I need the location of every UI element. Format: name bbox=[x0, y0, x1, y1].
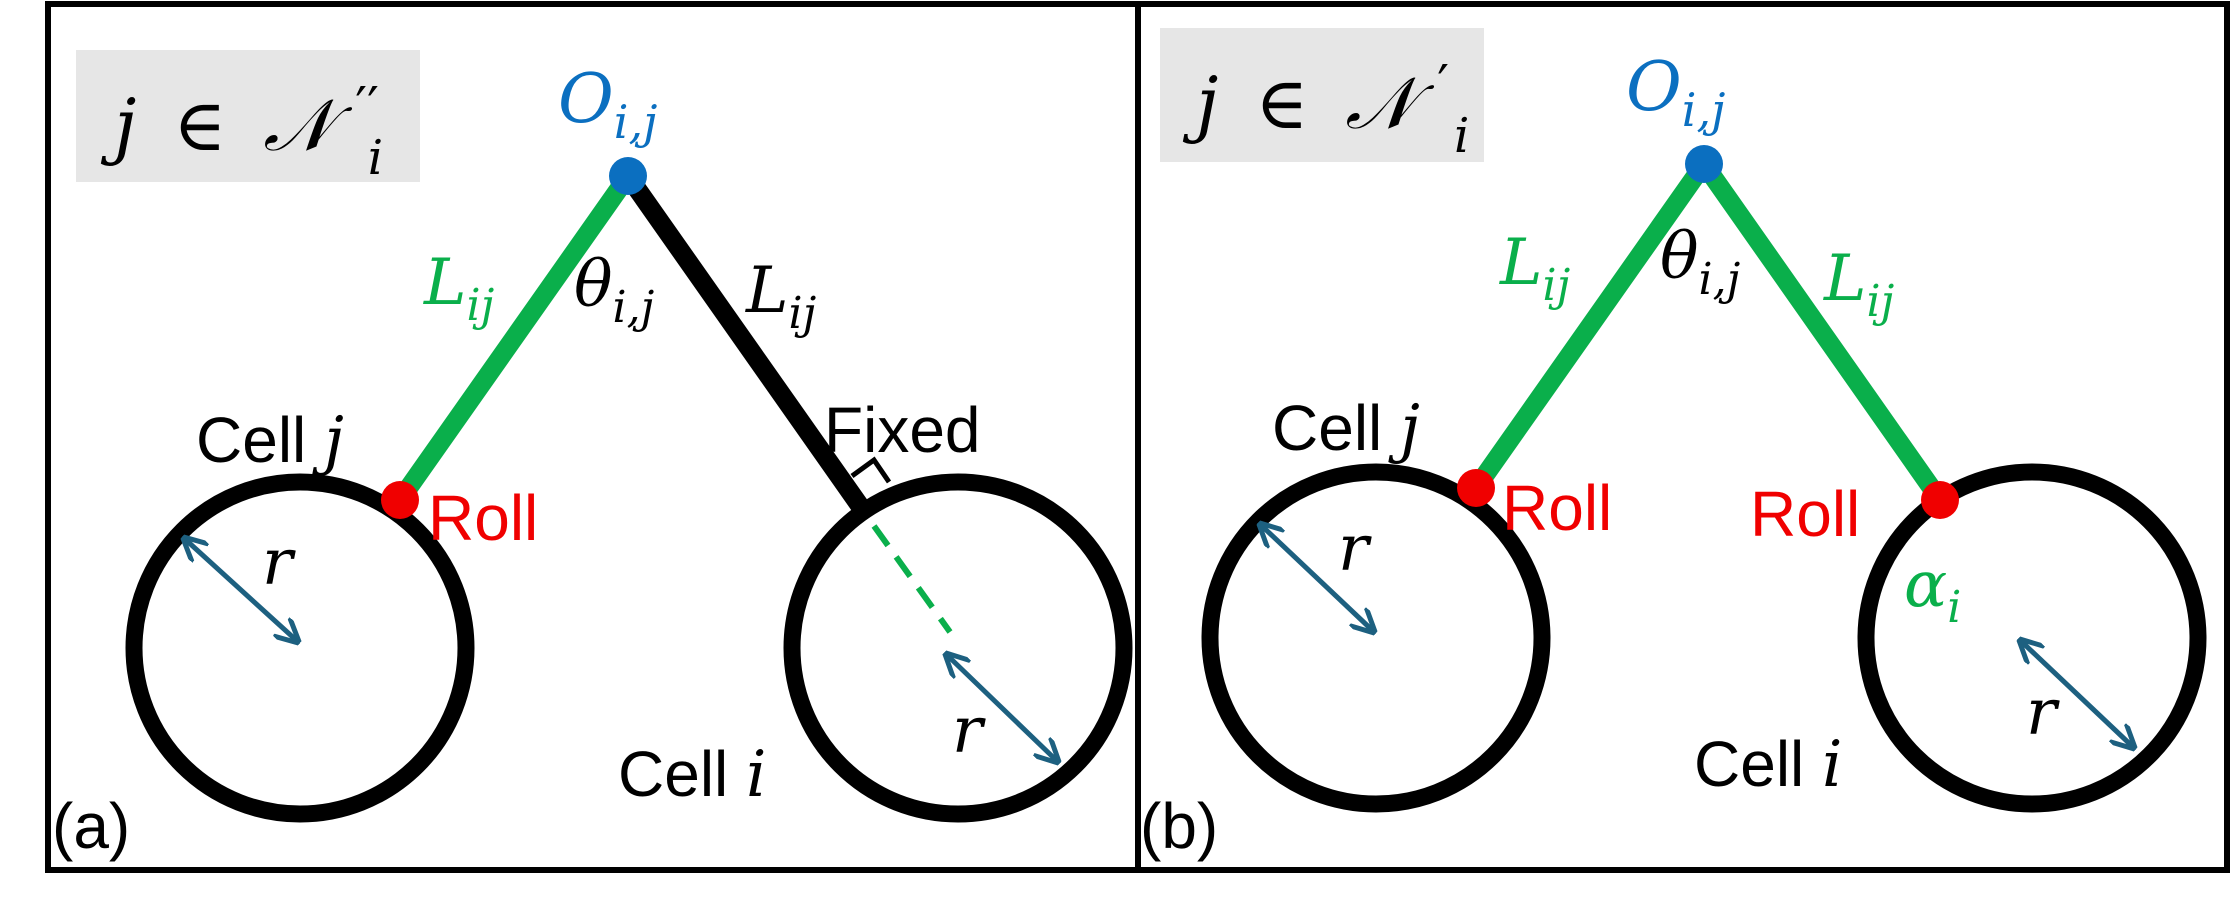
panel-a-left-length-label: Lij bbox=[423, 246, 494, 331]
panel-a-set-sup: ′′ bbox=[355, 77, 379, 137]
panel-b-origin-label: Oi,j bbox=[1626, 48, 1725, 137]
panel-a-origin-dot bbox=[609, 157, 647, 195]
panel-b-cell-j-label: Cell j bbox=[1272, 392, 1420, 466]
panel-a-roll-label: Roll bbox=[428, 482, 538, 554]
panel-b-roll-label-left: Roll bbox=[1502, 472, 1612, 544]
panel-b-radius-arrow-left bbox=[1262, 526, 1372, 630]
panel-a-set-box bbox=[76, 50, 420, 182]
panel-b-roll-dot-right bbox=[1921, 481, 1959, 519]
panel-a-set-N: 𝒩 bbox=[263, 83, 353, 167]
panel-b-roll-label-right: Roll bbox=[1750, 478, 1860, 550]
panel-b-frame bbox=[1135, 1, 2230, 873]
panel-a-origin-label: Oi,j bbox=[558, 60, 657, 149]
panel-b-link-right bbox=[1694, 154, 1950, 510]
panel-a-angle-label: θi,j bbox=[574, 248, 654, 333]
panel-b-link-left bbox=[1466, 154, 1714, 498]
panel-b-set-in: ∈ bbox=[1255, 61, 1308, 145]
panel-a: j ∈ 𝒩 ′′ i Oi,j Lij θi,j bbox=[45, 1, 1141, 873]
panel-a-roll-dot bbox=[381, 481, 419, 519]
panel-a-dashed-extension bbox=[871, 524, 953, 634]
panel-b-alpha-label: αi bbox=[1904, 548, 1961, 633]
panel-b-set-sub: i bbox=[1454, 108, 1469, 164]
panel-a-radius-arrow-right bbox=[948, 656, 1056, 760]
panel-a-set-in: ∈ bbox=[173, 83, 226, 167]
panel-a-set-sub: i bbox=[368, 130, 383, 186]
panel-b-set-sup: ′ bbox=[1437, 55, 1449, 115]
panel-b-radius-arrow-right bbox=[2022, 642, 2132, 746]
panel-a-radius-label-right: r bbox=[952, 694, 986, 768]
panel-b-left-length-label: Lij bbox=[1499, 226, 1570, 311]
panel-b-radius-label-left: r bbox=[1338, 512, 1372, 586]
panel-b: j ∈ 𝒩 ′ i Oi,j Lij θi,j Lij bbox=[1135, 1, 2230, 873]
panel-b-set-N: 𝒩 bbox=[1345, 61, 1435, 145]
panel-a-link-right bbox=[620, 170, 868, 512]
panel-b-cell-i-circle bbox=[1857, 463, 2207, 813]
panel-a-link-left bbox=[390, 166, 638, 510]
panel-a-cell-j-label: Cell j bbox=[196, 404, 344, 478]
panel-a-cell-j-circle bbox=[125, 473, 475, 823]
panel-b-cell-i-label: Cell i bbox=[1694, 728, 1843, 802]
panel-b-roll-dot-left bbox=[1457, 469, 1495, 507]
panel-b-right-length-label: Lij bbox=[1823, 242, 1894, 327]
panel-a-fixed-label: Fixed bbox=[824, 394, 981, 466]
panel-b-label: (b) bbox=[1140, 790, 1218, 862]
panel-a-right-angle-marker bbox=[850, 456, 892, 484]
panel-a-label: (a) bbox=[52, 790, 130, 862]
panel-a-cell-i-label: Cell i bbox=[618, 738, 767, 812]
panel-a-right-length-label: Lij bbox=[745, 254, 816, 339]
panel-b-origin-dot bbox=[1685, 145, 1723, 183]
panel-b-set-box bbox=[1160, 28, 1484, 162]
panel-a-cell-i-circle bbox=[783, 473, 1133, 823]
panel-b-angle-label: θi,j bbox=[1660, 220, 1740, 305]
panel-b-radius-label-right: r bbox=[2026, 676, 2060, 750]
panel-b-cell-j-circle bbox=[1201, 463, 1551, 813]
panel-a-radius-arrow-left bbox=[186, 540, 296, 640]
panel-a-radius-label-left: r bbox=[262, 526, 296, 600]
panel-b-set-label: j ∈ 𝒩 ′ i bbox=[1182, 35, 1472, 164]
